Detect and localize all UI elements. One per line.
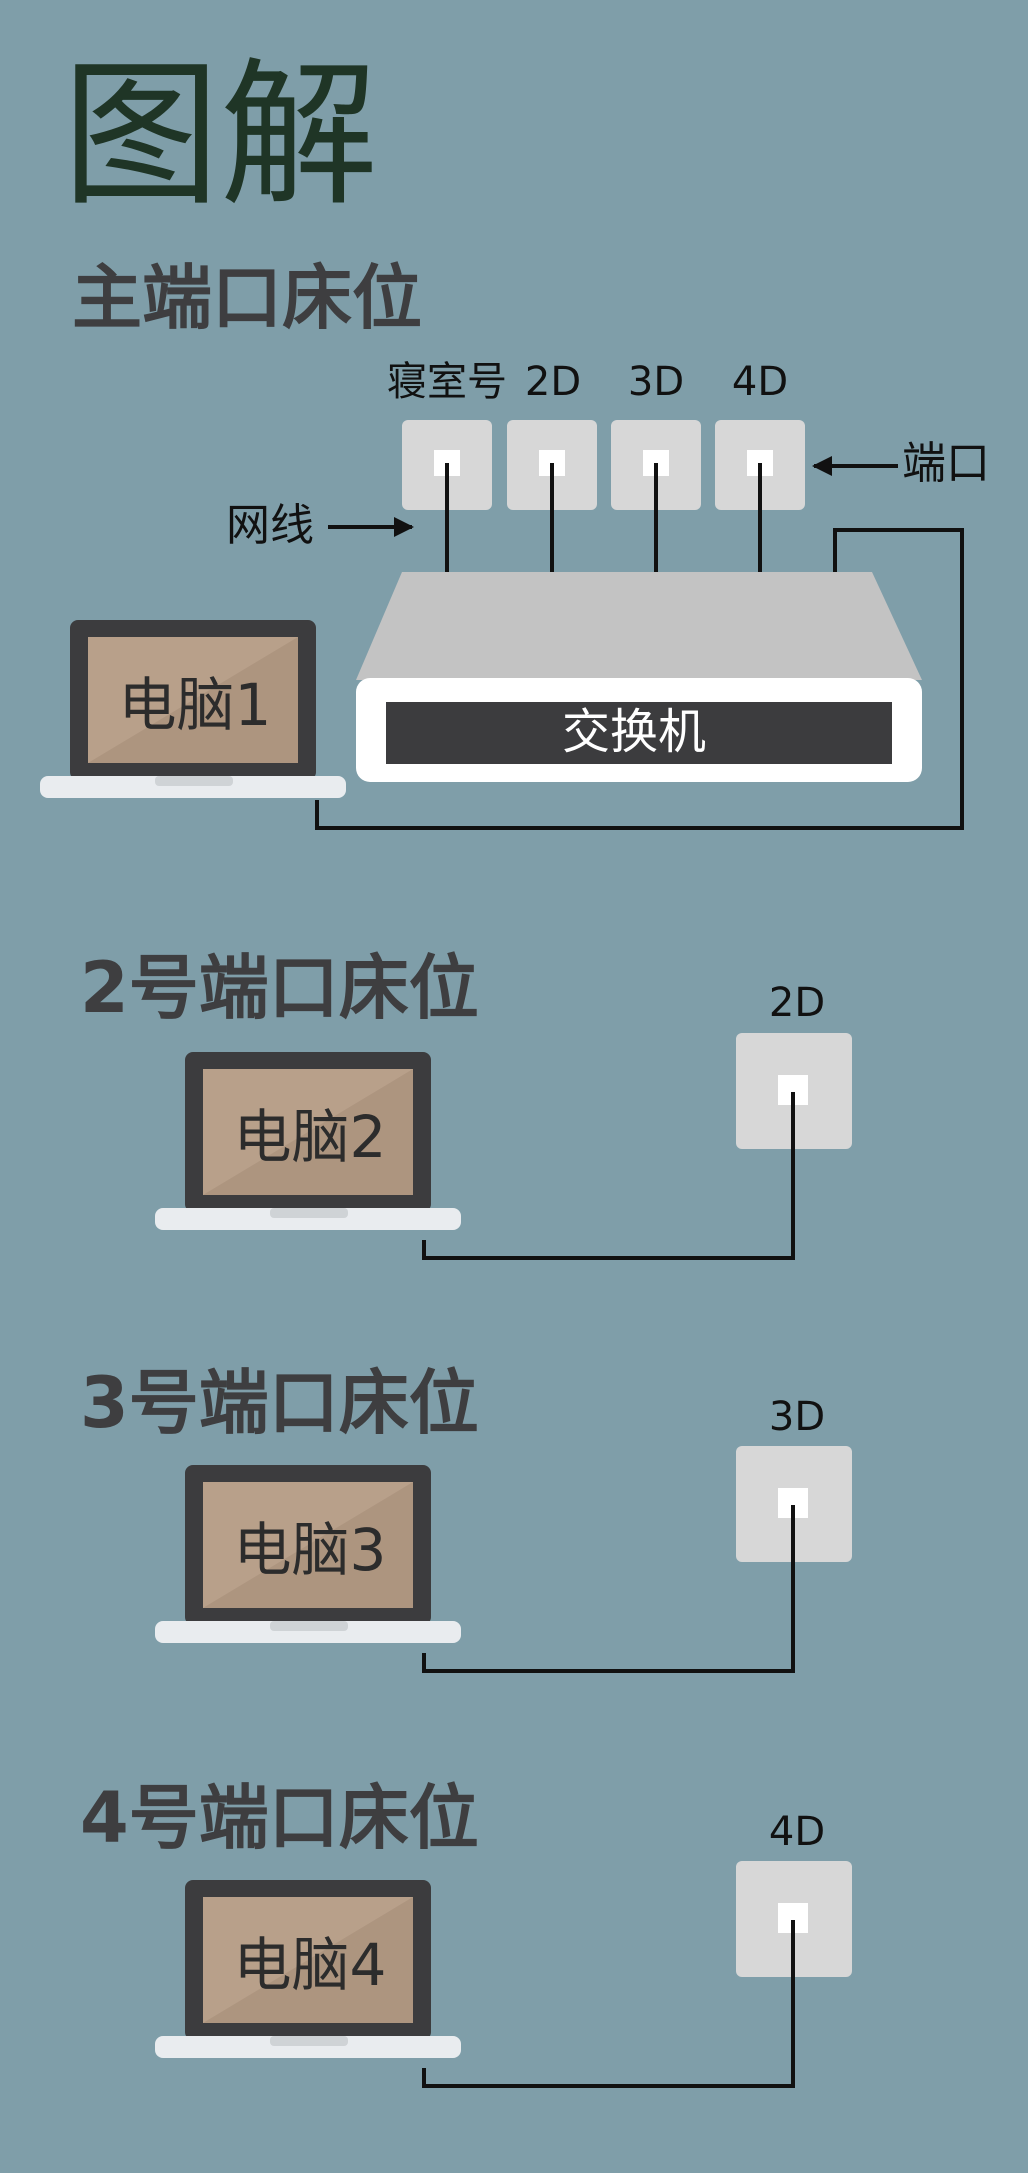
port-label-2d: 2D <box>525 359 581 405</box>
cable-label: 网线 <box>226 500 314 551</box>
wall-socket-bed2 <box>736 1033 852 1149</box>
laptop-3: 电脑3 <box>155 1465 461 1643</box>
bed4-cable <box>422 1920 795 2088</box>
bed4-heading: 4号端口床位 <box>80 1777 479 1859</box>
switch-label: 交换机 <box>562 704 706 760</box>
bed2-heading: 2号端口床位 <box>80 947 479 1029</box>
laptop-2: 电脑2 <box>155 1052 461 1230</box>
network-switch: 交换机 <box>356 572 922 782</box>
laptop-4: 电脑4 <box>155 1880 461 2058</box>
socket-cables <box>445 463 762 572</box>
laptop-1-label: 电脑1 <box>119 671 272 739</box>
main-section-heading: 主端口床位 <box>72 257 422 339</box>
bed2-port-label: 2D <box>769 980 825 1026</box>
port-label: 端口 <box>902 438 990 489</box>
port-label-3d: 3D <box>628 359 684 405</box>
bed3-port-label: 3D <box>769 1394 825 1440</box>
bed3-heading: 3号端口床位 <box>80 1362 479 1444</box>
port-label-room: 寝室号 <box>387 359 507 405</box>
bed2-cable <box>422 1092 795 1260</box>
page-title: 图解 <box>62 44 378 228</box>
port-label-4d: 4D <box>732 359 788 405</box>
laptop-2-label: 电脑2 <box>234 1103 387 1171</box>
laptop-4-label: 电脑4 <box>234 1931 387 1999</box>
bed4-port-label: 4D <box>769 1809 825 1855</box>
uplink-cable <box>315 528 964 830</box>
laptop-3-label: 电脑3 <box>234 1516 387 1584</box>
bed3-cable <box>422 1505 795 1673</box>
wall-socket-bed3 <box>736 1446 852 1562</box>
laptop-1: 电脑1 <box>40 620 346 798</box>
